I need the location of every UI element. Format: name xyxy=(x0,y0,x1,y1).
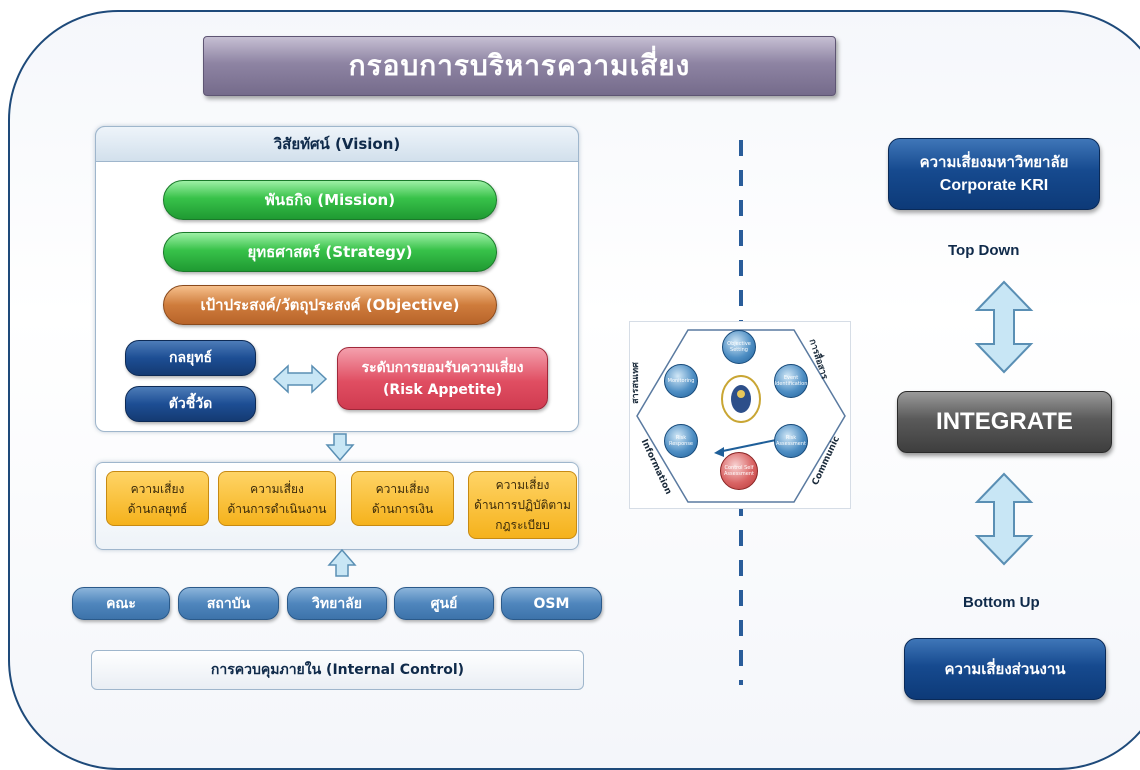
mission-box: พันธกิจ (Mission) xyxy=(163,180,497,220)
risk-line1: ความเสี่ยง xyxy=(250,481,304,496)
strategic-box: กลยุทธ์ xyxy=(125,340,256,376)
cycle-node: Event Identification xyxy=(774,364,808,398)
unit-risk-label: ความเสี่ยงส่วนงาน xyxy=(944,660,1066,678)
unit-label: OSM xyxy=(533,595,570,612)
risk-operational-box: ความเสี่ยง ด้านการดำเนินงาน xyxy=(218,471,336,526)
indicator-box: ตัวชี้วัด xyxy=(125,386,256,422)
risk-line1: ความเสี่ยง xyxy=(130,481,185,496)
integrate-label: INTEGRATE xyxy=(936,408,1073,435)
risk-compliance-box: ความเสี่ยง ด้านการปฏิบัติตาม กฎระเบียบ xyxy=(468,471,577,539)
risk-appetite-label: ระดับการยอมรับความเสี่ยง xyxy=(361,359,524,376)
double-arrow-vertical-icon xyxy=(974,472,1034,566)
diagram-title: กรอบการบริหารความเสี่ยง xyxy=(203,36,836,96)
unit-osm: OSM xyxy=(501,587,602,620)
cycle-node-label: Objective Setting xyxy=(727,341,751,353)
bottom-up-label: Bottom Up xyxy=(963,594,1040,611)
risk-line3: กฎระเบียบ xyxy=(495,518,550,532)
unit-center: ศูนย์ xyxy=(394,587,494,620)
cycle-node: Risk Response xyxy=(664,424,698,458)
cycle-node-label: Risk Assessment xyxy=(776,435,806,447)
arrow-down-icon xyxy=(325,433,355,461)
unit-label: สถาบัน xyxy=(206,595,251,612)
cycle-node-label: Monitoring xyxy=(667,378,695,384)
risk-line2: ด้านกลยุทธ์ xyxy=(127,501,188,516)
risk-line2: ด้านการดำเนินงาน xyxy=(227,501,327,516)
cycle-node-label: Event Identification xyxy=(774,375,808,387)
arrow-up-icon xyxy=(327,549,357,577)
corporate-risk-label: ความเสี่ยงมหาวิทยาลัย xyxy=(919,153,1069,171)
risk-financial-box: ความเสี่ยง ด้านการเงิน xyxy=(351,471,454,526)
unit-faculty: คณะ xyxy=(72,587,170,620)
objective-label: เป้าประสงค์/วัตถุประสงค์ (Objective) xyxy=(200,296,460,314)
cycle-node-label: Risk Response xyxy=(668,435,693,447)
unit-label: ศูนย์ xyxy=(430,595,458,612)
strategic-label: กลยุทธ์ xyxy=(168,350,213,366)
vision-header: วิสัยทัศน์ (Vision) xyxy=(95,126,579,162)
indicator-label: ตัวชี้วัด xyxy=(168,396,213,412)
cycle-label-information-th: สารสนเทศ xyxy=(630,362,641,404)
university-seal-icon xyxy=(721,375,761,423)
unit-label: คณะ xyxy=(106,595,136,612)
cycle-node: Control Self Assessment xyxy=(720,452,758,490)
unit-risk-box: ความเสี่ยงส่วนงาน xyxy=(904,638,1106,700)
strategy-box: ยุทธศาสตร์ (Strategy) xyxy=(163,232,497,272)
cycle-node: Monitoring xyxy=(664,364,698,398)
risk-cycle-diagram: Objective Setting Event Identification R… xyxy=(629,321,851,509)
objective-box: เป้าประสงค์/วัตถุประสงค์ (Objective) xyxy=(163,285,497,325)
double-arrow-vertical-icon xyxy=(974,280,1034,374)
risk-line1: ความเสี่ยง xyxy=(495,478,550,492)
unit-college: วิทยาลัย xyxy=(287,587,387,620)
internal-control-label: การควบคุมภายใน (Internal Control) xyxy=(210,662,465,678)
cycle-node: Objective Setting xyxy=(722,330,756,364)
integrate-box: INTEGRATE xyxy=(897,391,1112,453)
mission-label: พันธกิจ (Mission) xyxy=(264,191,396,209)
top-down-label: Top Down xyxy=(948,242,1020,259)
cycle-node-label: Control Self Assessment xyxy=(724,465,754,477)
corporate-kri-box: ความเสี่ยงมหาวิทยาลัย Corporate KRI xyxy=(888,138,1100,210)
unit-label: วิทยาลัย xyxy=(312,595,362,612)
cycle-node: Risk Assessment xyxy=(774,424,808,458)
internal-control-box: การควบคุมภายใน (Internal Control) xyxy=(91,650,584,690)
risk-appetite-box: ระดับการยอมรับความเสี่ยง (Risk Appetite) xyxy=(337,347,548,410)
risk-line2: ด้านการเงิน xyxy=(371,501,434,516)
unit-institute: สถาบัน xyxy=(178,587,279,620)
risk-line1: ความเสี่ยง xyxy=(375,481,430,496)
double-arrow-horizontal-icon xyxy=(272,364,328,394)
risk-line2: ด้านการปฏิบัติตาม xyxy=(474,498,571,512)
risk-appetite-english: (Risk Appetite) xyxy=(383,381,502,398)
strategy-label: ยุทธศาสตร์ (Strategy) xyxy=(247,243,413,261)
cycle-hexagon xyxy=(636,329,846,503)
risk-strategic-box: ความเสี่ยง ด้านกลยุทธ์ xyxy=(106,471,209,526)
corporate-kri-label: Corporate KRI xyxy=(939,177,1049,194)
